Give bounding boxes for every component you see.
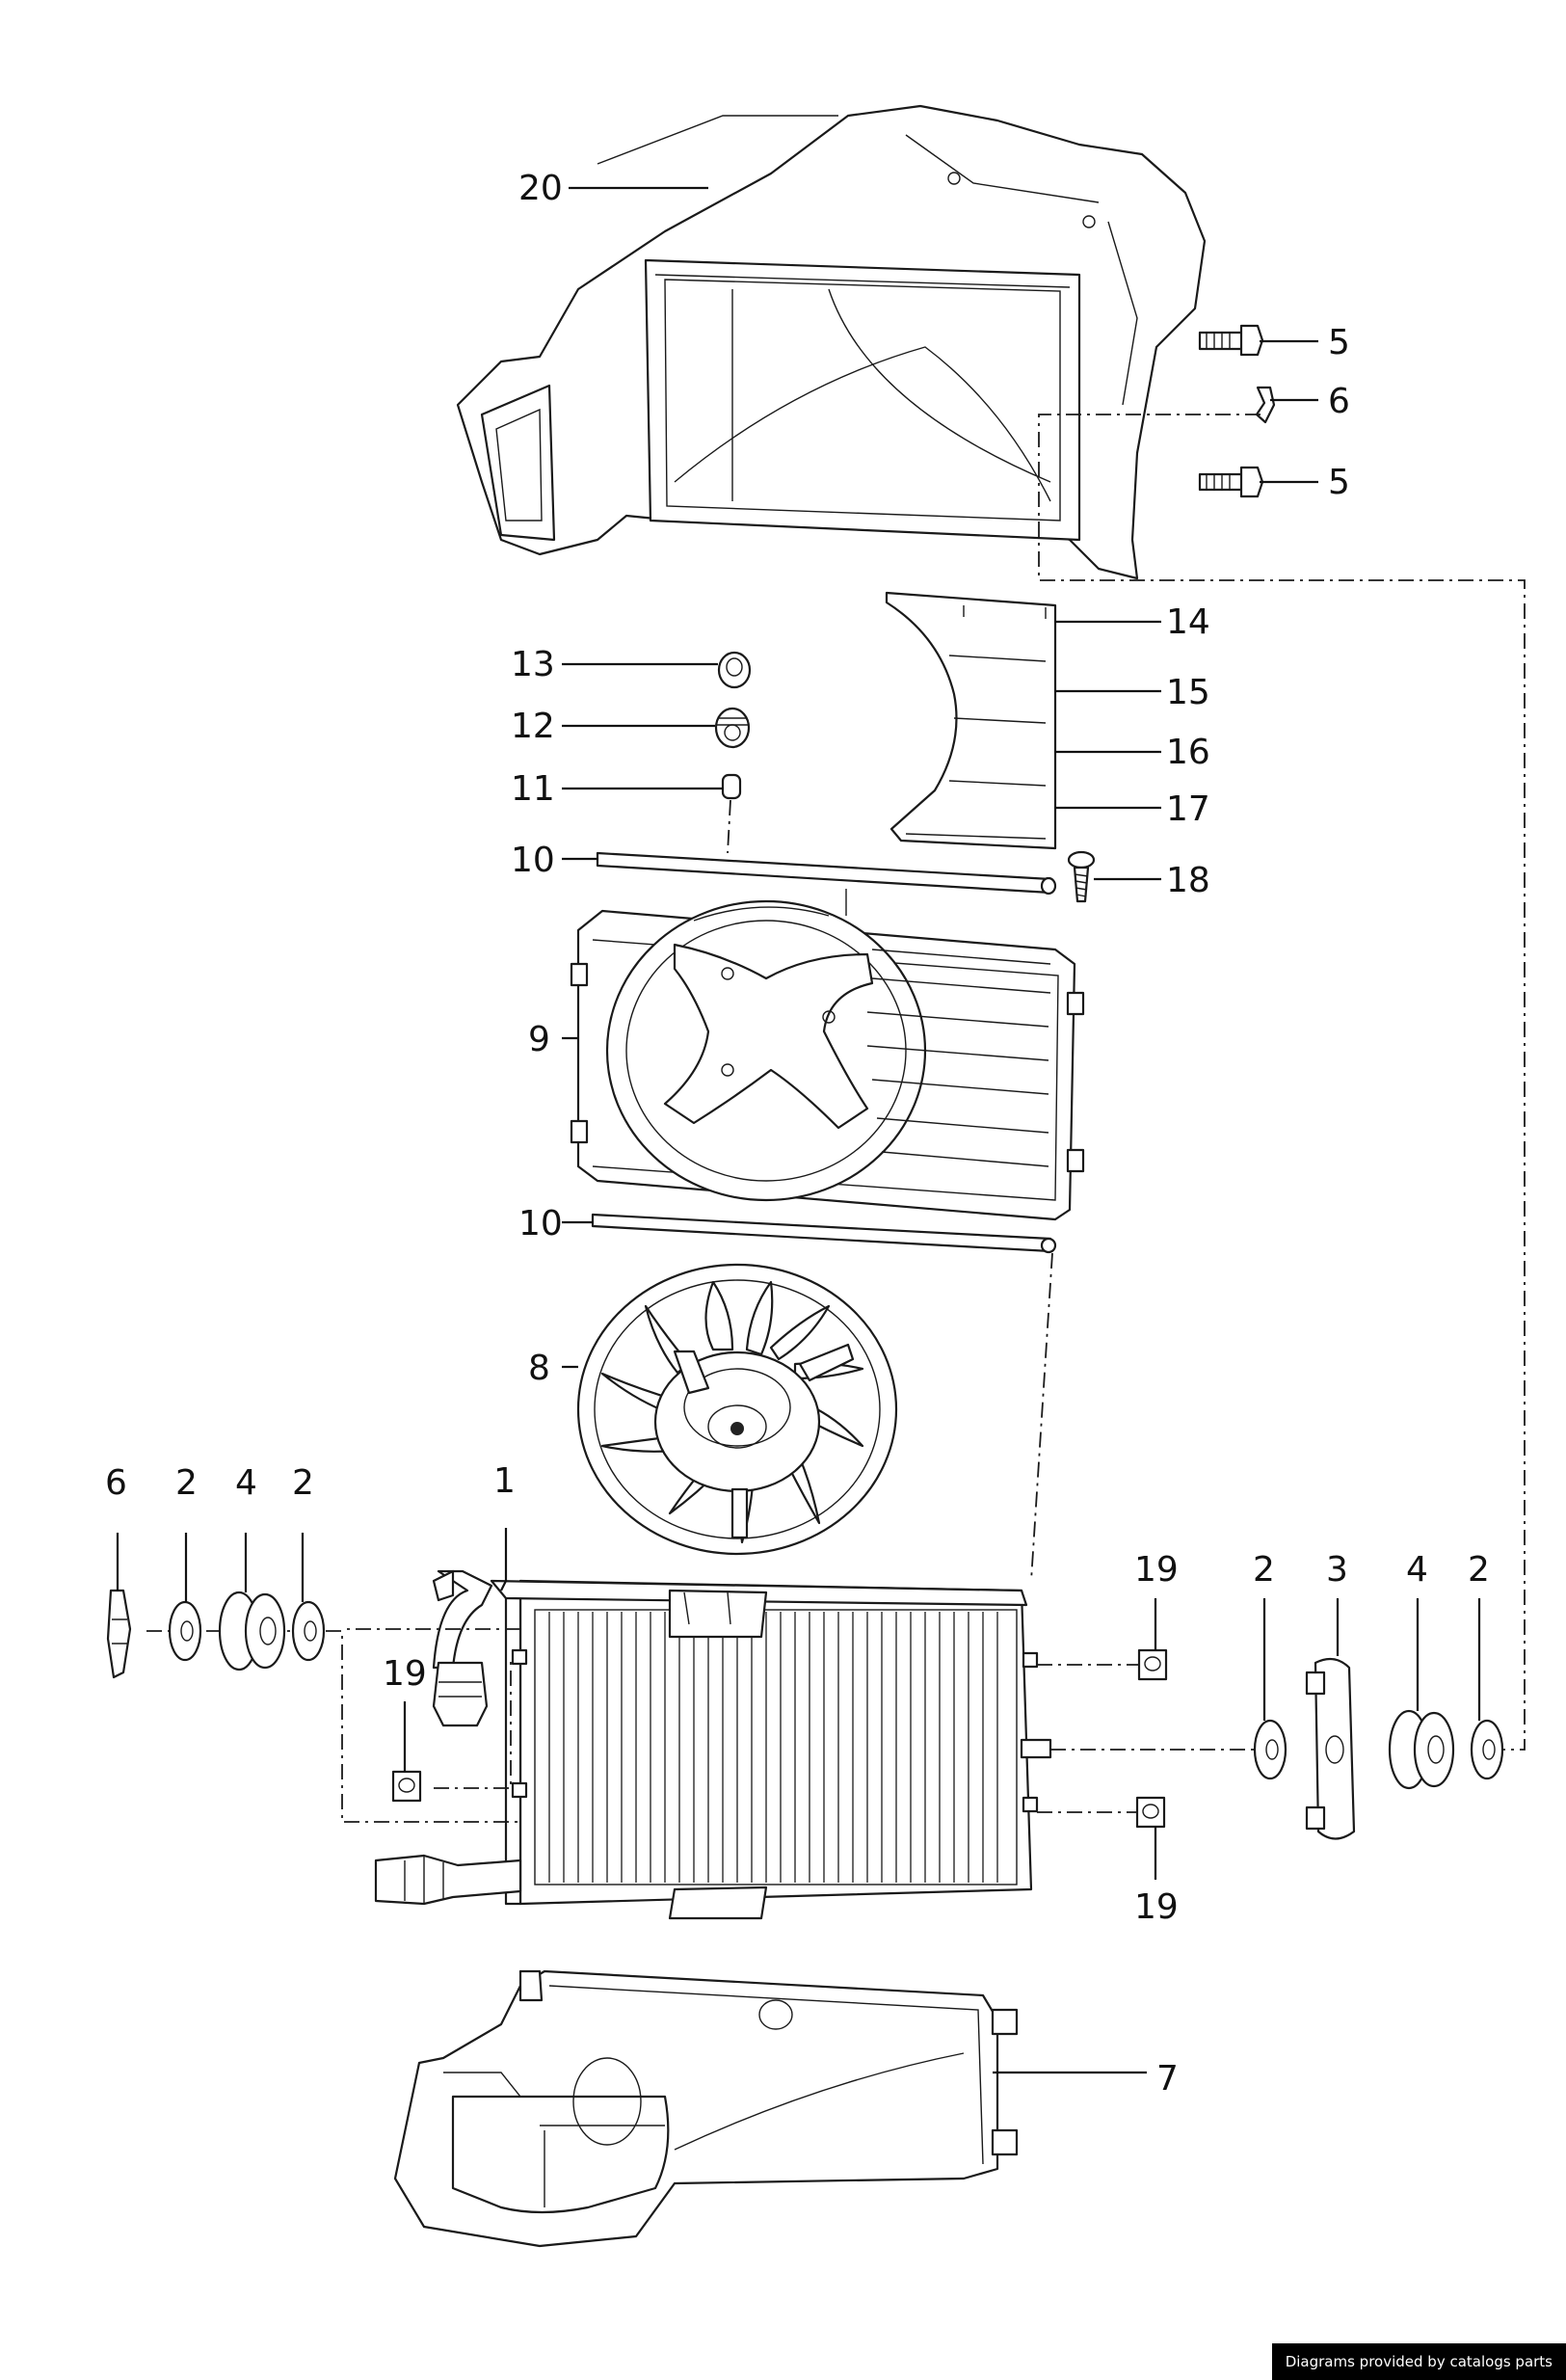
callout-2-right-a: 2 bbox=[1253, 1550, 1275, 1590]
callout-2-left-a: 2 bbox=[175, 1463, 198, 1503]
rod-part-10-lower bbox=[591, 1213, 1057, 1254]
callout-4-left: 4 bbox=[235, 1463, 257, 1503]
air-duct-housing-part-20 bbox=[456, 104, 1207, 580]
bracket-part-3 bbox=[1305, 1657, 1356, 1840]
clip-nut-part-19-right-lower bbox=[1135, 1796, 1166, 1829]
callout-19-left: 19 bbox=[383, 1654, 427, 1694]
washer-part-2-left-b bbox=[291, 1600, 326, 1662]
grommet-part-4-right bbox=[1388, 1709, 1455, 1790]
spacer-part-11 bbox=[721, 773, 742, 800]
callout-10-lower: 10 bbox=[518, 1204, 563, 1243]
callout-labels: 20 5 6 5 14 15 16 17 18 13 12 11 10 9 10… bbox=[105, 169, 1490, 2099]
leader-lines bbox=[116, 186, 1481, 2074]
callout-19-right-upper: 19 bbox=[1134, 1550, 1179, 1590]
clip-part-6-left bbox=[106, 1589, 132, 1679]
callout-6-left: 6 bbox=[105, 1463, 127, 1503]
washer-part-2-right-a bbox=[1253, 1719, 1287, 1780]
callout-5-lower: 5 bbox=[1328, 463, 1350, 502]
fan-part-8 bbox=[576, 1263, 898, 1556]
air-duct-part-7 bbox=[393, 1969, 1019, 2248]
rod-part-10-upper bbox=[596, 851, 1057, 896]
fan-shroud-part-9 bbox=[570, 899, 1085, 1221]
callout-10-upper: 10 bbox=[511, 841, 555, 880]
radiator-part-1 bbox=[374, 1569, 1052, 1920]
bolt-part-5-lower bbox=[1198, 466, 1264, 498]
callout-3: 3 bbox=[1326, 1550, 1348, 1590]
callout-13: 13 bbox=[511, 645, 555, 684]
callout-11: 11 bbox=[511, 769, 555, 809]
callout-9: 9 bbox=[528, 1020, 550, 1059]
clip-nut-part-19-right-upper bbox=[1137, 1648, 1168, 1681]
washer-part-2-left-a bbox=[168, 1600, 202, 1662]
callout-6-upper: 6 bbox=[1328, 382, 1350, 421]
callout-15: 15 bbox=[1166, 673, 1210, 712]
callout-20: 20 bbox=[518, 169, 563, 208]
callout-19-right-lower: 19 bbox=[1134, 1887, 1179, 1927]
grommet-part-12 bbox=[714, 707, 751, 749]
callout-12: 12 bbox=[511, 707, 555, 746]
callout-4-right: 4 bbox=[1406, 1550, 1428, 1590]
clip-part-6-upper bbox=[1255, 386, 1276, 424]
callout-1: 1 bbox=[493, 1461, 516, 1501]
radiator-core bbox=[534, 1609, 1018, 1885]
guide-line-right-mounts bbox=[1037, 1664, 1262, 1813]
callout-17: 17 bbox=[1166, 789, 1210, 829]
guide-line-shroud bbox=[1030, 1252, 1053, 1582]
guide-line-11 bbox=[727, 799, 731, 854]
washer-part-2-right-b bbox=[1470, 1719, 1504, 1780]
bolt-part-5-upper bbox=[1198, 324, 1264, 357]
callout-5-upper: 5 bbox=[1328, 323, 1350, 362]
callout-18: 18 bbox=[1166, 861, 1210, 900]
grommet-part-4-left bbox=[218, 1591, 286, 1671]
callout-7: 7 bbox=[1156, 2059, 1179, 2099]
clip-nut-part-19-left bbox=[391, 1770, 422, 1803]
callout-14: 14 bbox=[1166, 602, 1210, 642]
screw-part-18 bbox=[1067, 850, 1096, 903]
callout-2-right-b: 2 bbox=[1468, 1550, 1490, 1590]
callout-8: 8 bbox=[528, 1349, 550, 1388]
callout-16: 16 bbox=[1166, 733, 1210, 772]
shroud-panel-parts-14-17 bbox=[885, 591, 1057, 850]
credit-badge: Diagrams provided by catalogs parts bbox=[1271, 2343, 1566, 2380]
guide-line-right bbox=[1038, 414, 1526, 1751]
nut-part-13 bbox=[717, 651, 752, 689]
callout-2-left-b: 2 bbox=[292, 1463, 314, 1503]
